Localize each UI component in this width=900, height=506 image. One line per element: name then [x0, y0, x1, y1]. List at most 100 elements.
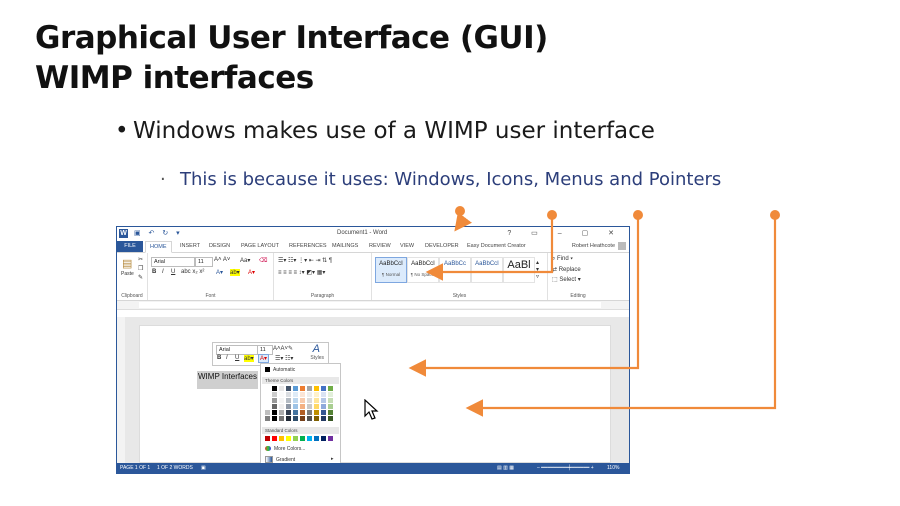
color-swatch[interactable]: [328, 416, 333, 421]
color-swatch[interactable]: [293, 386, 298, 391]
mini-styles-icon[interactable]: A: [312, 343, 320, 355]
gradient-item[interactable]: Gradient▸: [265, 456, 334, 463]
color-swatch[interactable]: [321, 416, 326, 421]
mini-italic-button[interactable]: I: [226, 355, 228, 361]
color-swatch[interactable]: [300, 404, 305, 409]
document-page[interactable]: [139, 325, 611, 463]
font-name-field[interactable]: Arial: [151, 257, 195, 267]
status-page[interactable]: PAGE 1 OF 1: [120, 465, 151, 471]
color-swatch[interactable]: [286, 436, 291, 441]
change-case-icon[interactable]: Aa▾: [240, 258, 251, 264]
color-swatch[interactable]: [265, 386, 270, 391]
color-swatch[interactable]: [321, 410, 326, 415]
proofing-icon[interactable]: ▣: [201, 465, 206, 471]
underline-button[interactable]: U: [171, 269, 176, 275]
mini-bold-button[interactable]: B: [217, 355, 222, 361]
color-swatch[interactable]: [286, 392, 291, 397]
color-swatch[interactable]: [307, 392, 312, 397]
color-swatch[interactable]: [272, 410, 277, 415]
color-swatch[interactable]: [321, 386, 326, 391]
color-swatch[interactable]: [307, 398, 312, 403]
standard-color-row[interactable]: [265, 436, 333, 442]
color-swatch[interactable]: [307, 404, 312, 409]
color-swatch[interactable]: [300, 398, 305, 403]
mini-font-color-icon[interactable]: A▾: [258, 354, 270, 363]
color-swatch[interactable]: [300, 392, 305, 397]
color-swatch[interactable]: [314, 410, 319, 415]
color-swatch[interactable]: [286, 386, 291, 391]
color-swatch[interactable]: [307, 410, 312, 415]
highlight-icon[interactable]: ab▾: [230, 269, 240, 276]
tab-file[interactable]: FILE: [117, 241, 143, 252]
tab-easy-document-creator[interactable]: Easy Document Creator: [467, 243, 526, 249]
color-swatch[interactable]: [279, 404, 284, 409]
color-swatch[interactable]: [328, 436, 333, 441]
copy-icon[interactable]: ❐: [138, 266, 144, 272]
bold-button[interactable]: B: [152, 269, 157, 275]
color-swatch[interactable]: [293, 436, 298, 441]
color-swatch[interactable]: [300, 386, 305, 391]
zoom-level[interactable]: 110%: [607, 465, 620, 471]
color-swatch[interactable]: [293, 392, 298, 397]
quick-access-toolbar[interactable]: ▣ ↶ ↻ ▾: [134, 230, 183, 237]
color-swatch[interactable]: [293, 410, 298, 415]
paste-button[interactable]: Paste: [121, 271, 134, 277]
tab-insert[interactable]: INSERT: [180, 243, 201, 249]
color-swatch[interactable]: [272, 392, 277, 397]
tab-review[interactable]: REVIEW: [369, 243, 391, 249]
color-swatch[interactable]: [293, 398, 298, 403]
color-swatch[interactable]: [272, 416, 277, 421]
color-swatch[interactable]: [293, 404, 298, 409]
color-swatch[interactable]: [314, 404, 319, 409]
color-swatch[interactable]: [286, 398, 291, 403]
style-normal[interactable]: AaBbCcI ¶ Normal: [375, 257, 407, 283]
color-swatch[interactable]: [286, 410, 291, 415]
theme-color-grid[interactable]: [265, 386, 333, 422]
format-painter-icon[interactable]: ✎: [138, 275, 144, 281]
color-swatch[interactable]: [328, 398, 333, 403]
clear-format-icon[interactable]: ⌫: [259, 258, 268, 264]
color-swatch[interactable]: [307, 416, 312, 421]
color-swatch[interactable]: [321, 404, 326, 409]
style-heading-2[interactable]: AaBbCcI: [471, 257, 503, 283]
tab-home[interactable]: HOME: [145, 241, 172, 253]
color-swatch[interactable]: [307, 436, 312, 441]
color-swatch[interactable]: [314, 436, 319, 441]
mini-underline-button[interactable]: U: [235, 355, 240, 361]
color-swatch[interactable]: [321, 392, 326, 397]
color-swatch[interactable]: [300, 410, 305, 415]
font-size-field[interactable]: 11: [195, 257, 213, 267]
replace-button[interactable]: ⇄ Replace: [552, 267, 581, 273]
color-swatch[interactable]: [286, 416, 291, 421]
color-swatch[interactable]: [307, 386, 312, 391]
text-effects-icon[interactable]: A▾: [216, 270, 224, 276]
color-swatch[interactable]: [321, 398, 326, 403]
zoom-slider[interactable]: – ━━━━━━━━━┿━━━━━━ +: [537, 465, 594, 471]
color-swatch[interactable]: [314, 398, 319, 403]
color-swatch[interactable]: [265, 398, 270, 403]
color-swatch[interactable]: [279, 398, 284, 403]
user-name[interactable]: Robert Heathcote: [571, 243, 615, 249]
color-swatch[interactable]: [279, 416, 284, 421]
color-swatch[interactable]: [286, 404, 291, 409]
color-swatch[interactable]: [279, 410, 284, 415]
styles-scroll-icon[interactable]: ▴▾▿: [536, 260, 540, 280]
color-swatch[interactable]: [328, 386, 333, 391]
style-heading-1[interactable]: AaBbCc: [439, 257, 471, 283]
color-swatch[interactable]: [314, 416, 319, 421]
color-swatch[interactable]: [279, 436, 284, 441]
tab-design[interactable]: DESIGN: [209, 243, 231, 249]
color-swatch[interactable]: [314, 386, 319, 391]
color-swatch[interactable]: [328, 410, 333, 415]
style-title[interactable]: AaBl: [503, 257, 535, 283]
color-swatch[interactable]: [272, 386, 277, 391]
color-swatch[interactable]: [328, 392, 333, 397]
color-swatch[interactable]: [265, 416, 270, 421]
color-swatch[interactable]: [293, 416, 298, 421]
font-color-icon[interactable]: A▾: [248, 270, 256, 276]
color-swatch[interactable]: [314, 392, 319, 397]
mini-bullets-icon[interactable]: ☰▾ ☷▾: [275, 356, 294, 362]
tab-mailings[interactable]: MAILINGS: [332, 243, 359, 249]
status-words[interactable]: 1 OF 2 WORDS: [157, 465, 193, 471]
tab-developer[interactable]: DEVELOPER: [425, 243, 459, 249]
